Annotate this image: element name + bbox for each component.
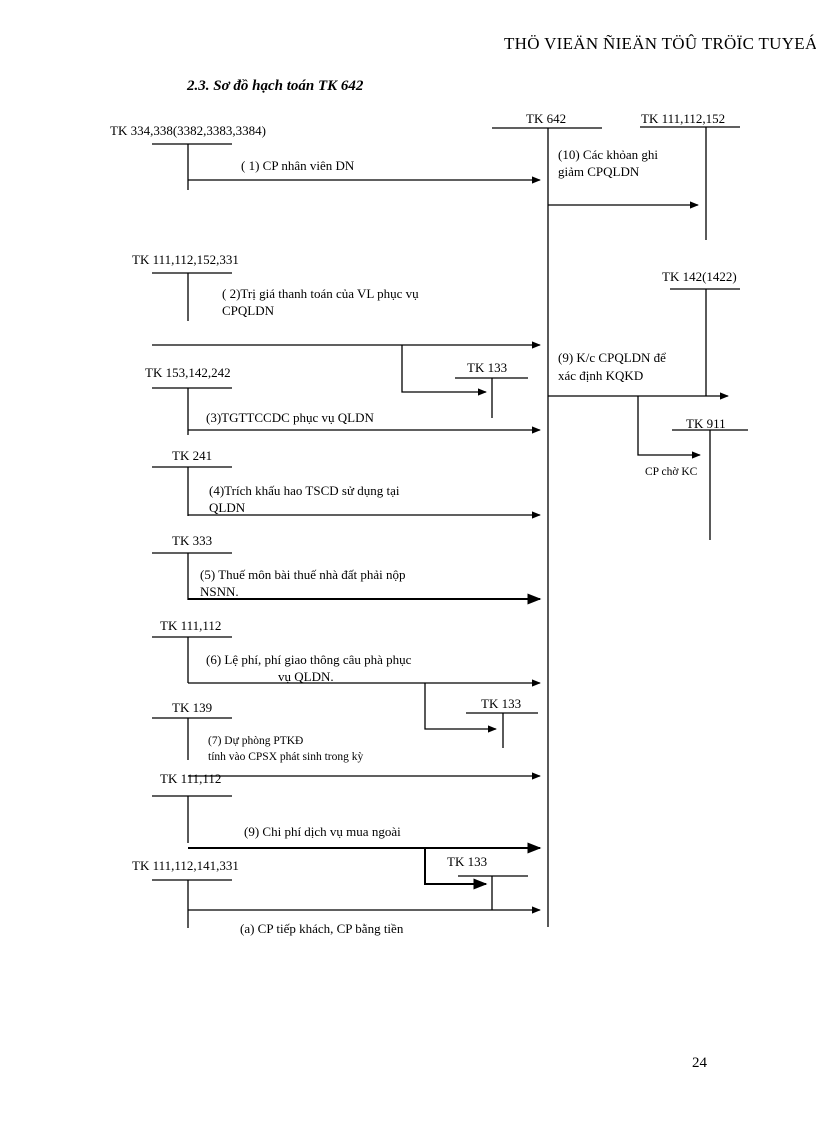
entry-7-line1: (7) Dự phòng PTKĐ [208,735,304,747]
label-tk139: TK 139 [172,700,213,715]
label-tk111-112-141-331: TK 111,112,141,331 [132,858,239,873]
entry-2-line1: ( 2)Trị giá thanh toán của VL phục vụ [222,286,419,301]
entry-7-line2: tính vào CPSX phát sinh trong kỳ [208,751,364,763]
label-tk153: TK 153,142,242 [145,365,231,380]
entry-6-line2: vụ QLDN. [278,669,334,684]
section-title: 2.3. Sơ đồ hạch toán TK 642 [187,78,364,94]
entry-1: ( 1) CP nhân viên DN [241,158,355,173]
arrow-e9a-vat [424,848,488,890]
entry-9b-line2: xác định KQKD [558,368,644,383]
label-tk133-c: TK 133 [447,854,488,869]
label-tk642: TK 642 [526,111,567,126]
entry-2-line2: CPQLDN [222,303,275,318]
label-tk333: TK 333 [172,533,213,548]
entry-10-line1: (10) Các khỏan ghi [558,147,659,162]
header-text: THÖ VIEÄN ÑIEÄN TÖÛ TRÖÏC TUYEÁN [504,34,816,53]
label-tk911: TK 911 [686,416,726,431]
label-tk111-112-152-331: TK 111,112,152,331 [132,252,239,267]
arrow-e9b-911 [637,396,701,459]
entry-4-line2: QLDN [209,500,246,515]
label-tk241: TK 241 [172,448,213,463]
entry-5-line1: (5) Thuế môn bài thuế nhà đất phải nộp [200,567,406,582]
page-number: 24 [692,1055,707,1071]
label-tk133-b: TK 133 [481,696,522,711]
label-tk142: TK 142(1422) [662,269,737,284]
label-tk111-112-152: TK 111,112,152 [641,111,726,126]
entry-a: (a) CP tiếp khách, CP bằng tiền [240,921,404,936]
arrow-e2-vat [401,345,487,396]
cp-cho-kc-label: CP chờ KC [645,466,698,478]
entry-5-line2: NSNN. [200,584,239,599]
arrow-e6-vat [424,683,497,733]
label-tk334: TK 334,338(3382,3383,3384) [110,123,266,138]
entry-6-line1: (6) Lệ phí, phí giao thông câu phà phục [206,652,412,667]
entry-9b-line1: (9) K/c CPQLDN để [558,350,666,365]
entry-10-line2: giảm CPQLDN [558,164,640,179]
entry-4-line1: (4)Trích khấu hao TSCD sử dụng tại [209,483,400,498]
entry-9a: (9) Chi phí dịch vụ mua ngoài [244,824,401,839]
label-tk111-112-b: TK 111,112 [160,771,222,786]
entry-3: (3)TGTTCCDC phục vụ QLDN [206,410,374,425]
label-tk111-112-a: TK 111,112 [160,618,222,633]
label-tk133-a: TK 133 [467,360,508,375]
